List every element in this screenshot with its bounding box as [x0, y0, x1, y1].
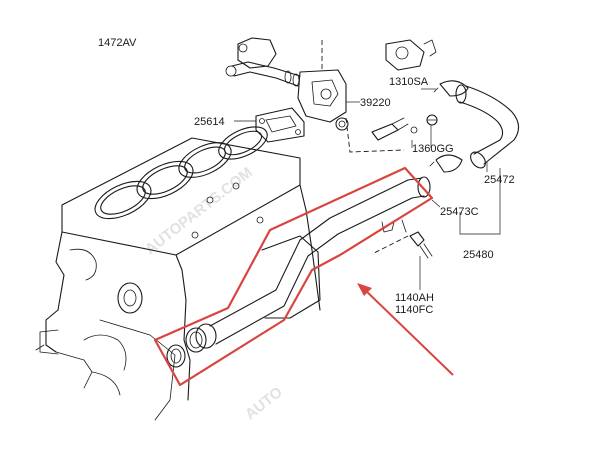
label-25480: 25480: [463, 249, 494, 261]
upper-housing: [225, 37, 437, 153]
label-39220: 39220: [360, 97, 391, 109]
leader-lines: [234, 88, 501, 290]
label-25472: 25472: [484, 174, 515, 186]
engine-block: [35, 126, 321, 421]
watermark: AUTOPARTS.COM AUTO: [142, 164, 286, 423]
svg-text:AUTO: AUTO: [242, 384, 286, 424]
part-labels: 1472AV 25614 1310SA 39220 1360GG 25472 2…: [98, 37, 515, 316]
water-pipe-25473c: [166, 176, 433, 368]
label-25614: 25614: [194, 116, 225, 128]
label-1472av: 1472AV: [98, 37, 137, 49]
label-1310sa: 1310SA: [389, 76, 429, 88]
label-1360gg: 1360GG: [412, 143, 454, 155]
hose-25472: [410, 80, 520, 173]
svg-text:AUTOPARTS.COM: AUTOPARTS.COM: [142, 164, 256, 258]
label-25473c: 25473C: [440, 206, 479, 218]
label-1140ah: 1140AH: [395, 292, 434, 304]
highlight-outline: [153, 166, 434, 387]
pointer-arrow: [357, 283, 454, 376]
label-1140fc: 1140FC: [395, 304, 433, 316]
